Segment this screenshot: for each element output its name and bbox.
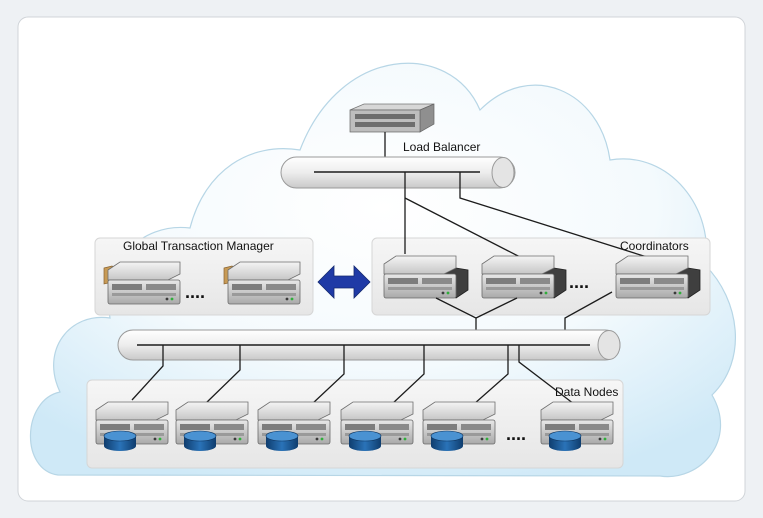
coordinator-server-1 (384, 256, 468, 298)
server-icon (616, 256, 700, 298)
server-icon (107, 261, 181, 305)
server-icon (482, 256, 566, 298)
data-node-server-4 (340, 401, 414, 452)
load-balancer-label: Load Balancer (403, 140, 480, 154)
gtm-server-1 (103, 261, 181, 305)
load-balancer-icon (349, 103, 435, 133)
data-node-server-3 (257, 401, 331, 452)
coordinator-server-2 (482, 256, 566, 298)
gtm-label: Global Transaction Manager (123, 239, 274, 253)
top-network-bus (280, 156, 516, 189)
coordinators-ellipsis: .... (569, 272, 589, 292)
database-icon (548, 430, 582, 452)
bidirectional-arrow-icon (317, 265, 371, 299)
data-node-server-1 (95, 401, 169, 452)
gtm-ellipsis: .... (185, 282, 205, 302)
data-node-server-2 (175, 401, 249, 452)
coordinators-label: Coordinators (620, 239, 689, 253)
data-nodes-label: Data Nodes (555, 385, 618, 399)
server-icon (227, 261, 301, 305)
database-icon (430, 430, 464, 452)
database-icon (265, 430, 299, 452)
lb-to-coordinator-links (404, 172, 651, 259)
data-network-bus (117, 329, 621, 361)
database-icon (348, 430, 382, 452)
data-node-server-5 (422, 401, 496, 452)
database-icon (183, 430, 217, 452)
database-icon (103, 430, 137, 452)
gtm-server-2 (223, 261, 301, 305)
data-node-server-6 (540, 401, 614, 452)
data-nodes-ellipsis: .... (506, 424, 526, 444)
server-icon (384, 256, 468, 298)
coordinator-server-3 (616, 256, 700, 298)
bus-to-data-node-links (131, 345, 575, 405)
